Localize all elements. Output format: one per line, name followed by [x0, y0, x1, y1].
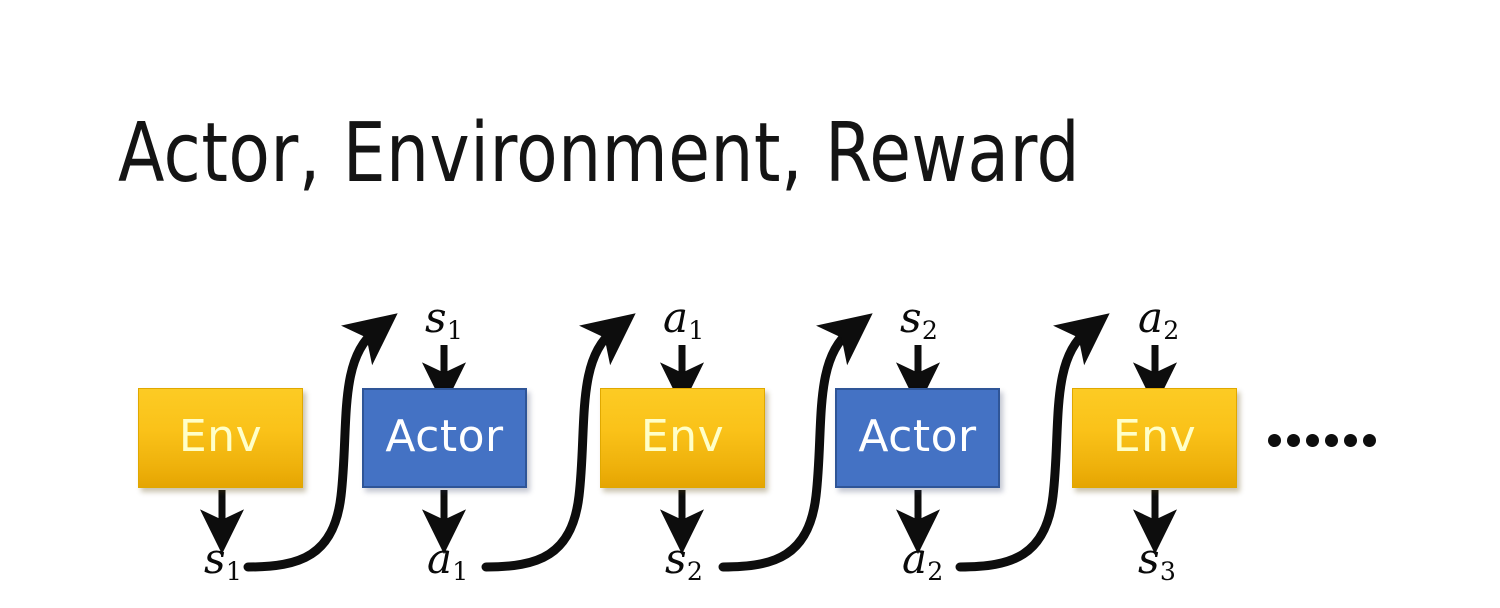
label-state-s1-bottom-base: s: [204, 534, 226, 583]
ellipsis-dot: [1287, 434, 1300, 447]
label-state-s1-bottom: s1: [204, 538, 242, 584]
label-action-a1-top-sub: 1: [688, 315, 705, 345]
label-state-s1-top-base: s: [425, 293, 447, 342]
ellipsis-dot: [1325, 434, 1338, 447]
node-env-2[interactable]: Env: [600, 388, 765, 488]
arrow-label-to-box-group: [421, 345, 1178, 408]
label-action-a2-bottom-base: a: [902, 534, 928, 583]
ellipsis-dot: [1344, 434, 1357, 447]
label-state-s1-top-sub: 1: [446, 315, 463, 345]
node-env-3-label: Env: [1112, 411, 1197, 462]
label-state-s2-bottom-base: s: [665, 534, 687, 583]
node-actor-1[interactable]: Actor: [362, 388, 527, 488]
label-state-s1-bottom-sub: 1: [225, 556, 242, 586]
label-action-a1-bottom: a1: [427, 538, 468, 584]
label-action-a1-bottom-sub: 1: [452, 556, 469, 586]
arrow-box-to-label-group: [199, 490, 1178, 555]
ellipsis-continuation: [1268, 434, 1376, 447]
label-action-a2-top-base: a: [1138, 293, 1164, 342]
label-state-s2-top: s2: [900, 297, 938, 343]
label-action-a2-bottom-sub: 2: [927, 556, 944, 586]
label-state-s3-bottom-sub: 3: [1159, 556, 1176, 586]
label-action-a2-bottom: a2: [902, 538, 943, 584]
label-state-s2-bottom-sub: 2: [686, 556, 703, 586]
label-state-s3-bottom-base: s: [1138, 534, 1160, 583]
ellipsis-dot: [1268, 434, 1281, 447]
node-env-2-label: Env: [640, 411, 725, 462]
node-actor-1-label: Actor: [385, 411, 504, 462]
label-state-s1-top: s1: [425, 297, 463, 343]
ellipsis-dot: [1363, 434, 1376, 447]
page-title: Actor, Environment, Reward: [118, 106, 1081, 201]
ellipsis-dot: [1306, 434, 1319, 447]
node-env-1[interactable]: Env: [138, 388, 303, 488]
label-action-a2-top: a2: [1138, 297, 1179, 343]
node-actor-2[interactable]: Actor: [835, 388, 1000, 488]
label-action-a1-bottom-base: a: [427, 534, 453, 583]
label-state-s2-bottom: s2: [665, 538, 703, 584]
label-state-s2-top-sub: 2: [921, 315, 938, 345]
label-state-s3-bottom: s3: [1138, 538, 1176, 584]
node-env-1-label: Env: [178, 411, 263, 462]
label-action-a2-top-sub: 2: [1163, 315, 1180, 345]
label-action-a1-top-base: a: [663, 293, 689, 342]
label-state-s2-top-base: s: [900, 293, 922, 342]
label-action-a1-top: a1: [663, 297, 704, 343]
node-env-3[interactable]: Env: [1072, 388, 1237, 488]
node-actor-2-label: Actor: [858, 411, 977, 462]
